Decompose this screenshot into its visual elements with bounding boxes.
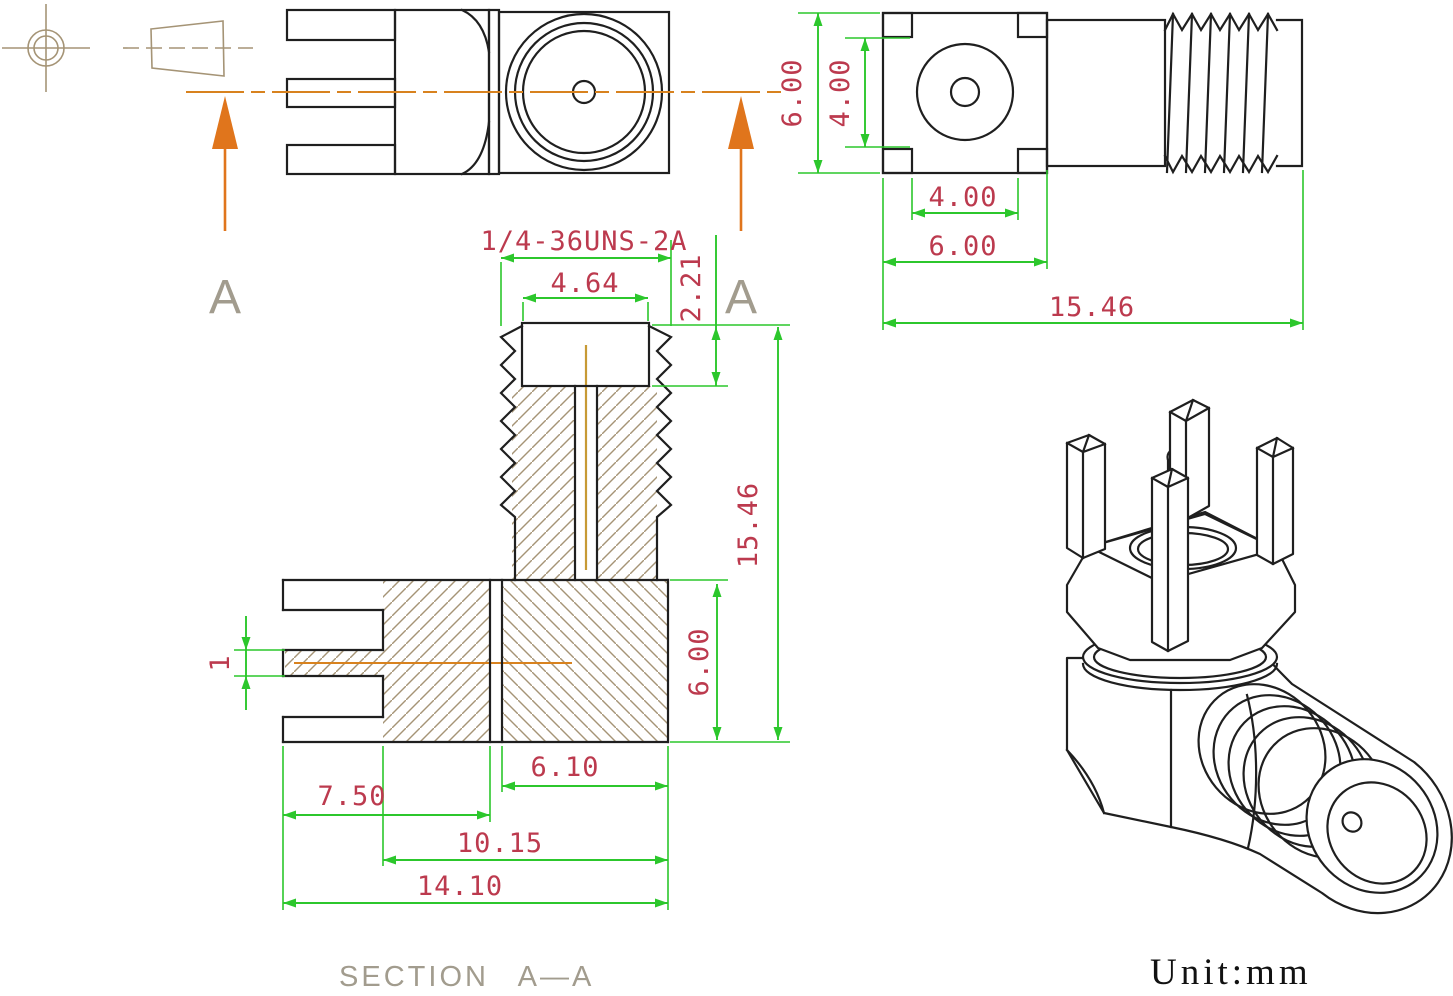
dim-insulator-width: 4.64 [550,268,619,299]
dim-overall-height: 15.46 [733,482,764,568]
dim-pad-spacing: 4.00 [825,58,856,127]
dim-overall-length: 15.46 [1049,292,1135,323]
dim-flange-width: 6.00 [928,231,997,262]
isometric-view [1065,398,1453,915]
top-view [881,11,1304,175]
dim-body-height: 6.00 [684,627,715,696]
dim-thread-spec: 1/4-36UNS-2A [480,226,687,257]
dim-body-span: 10.15 [457,828,543,859]
dim-insulator-height: 2.21 [676,253,707,322]
cone-symbol [123,20,253,77]
dim-leg-thickness: 1 [205,654,236,671]
datum-target-symbol [2,4,90,92]
section-cut-arrow-left [212,96,238,231]
dim-flange-height: 6.00 [777,58,808,127]
section-cut-arrow-right [728,96,754,231]
dim-pad-span: 4.00 [928,182,997,213]
top-view-dimensions: 6.00 4.00 4.00 6.00 15.46 [777,12,1304,330]
section-marker-left: A [209,271,241,324]
section-caption-cut: A—A [518,961,595,993]
section-view [281,321,673,744]
section-marker-right: A [725,271,757,324]
section-view-dimensions: 1/4-36UNS-2A 4.64 2.21 15.46 6.00 1 6.10… [205,226,790,910]
unit-label: Unit:mm [1150,952,1312,993]
dim-overall-width: 14.10 [417,871,503,902]
section-caption-prefix: SECTION [339,961,489,993]
dim-port-offset: 6.10 [530,752,599,783]
dim-leg-length: 7.50 [317,781,386,812]
